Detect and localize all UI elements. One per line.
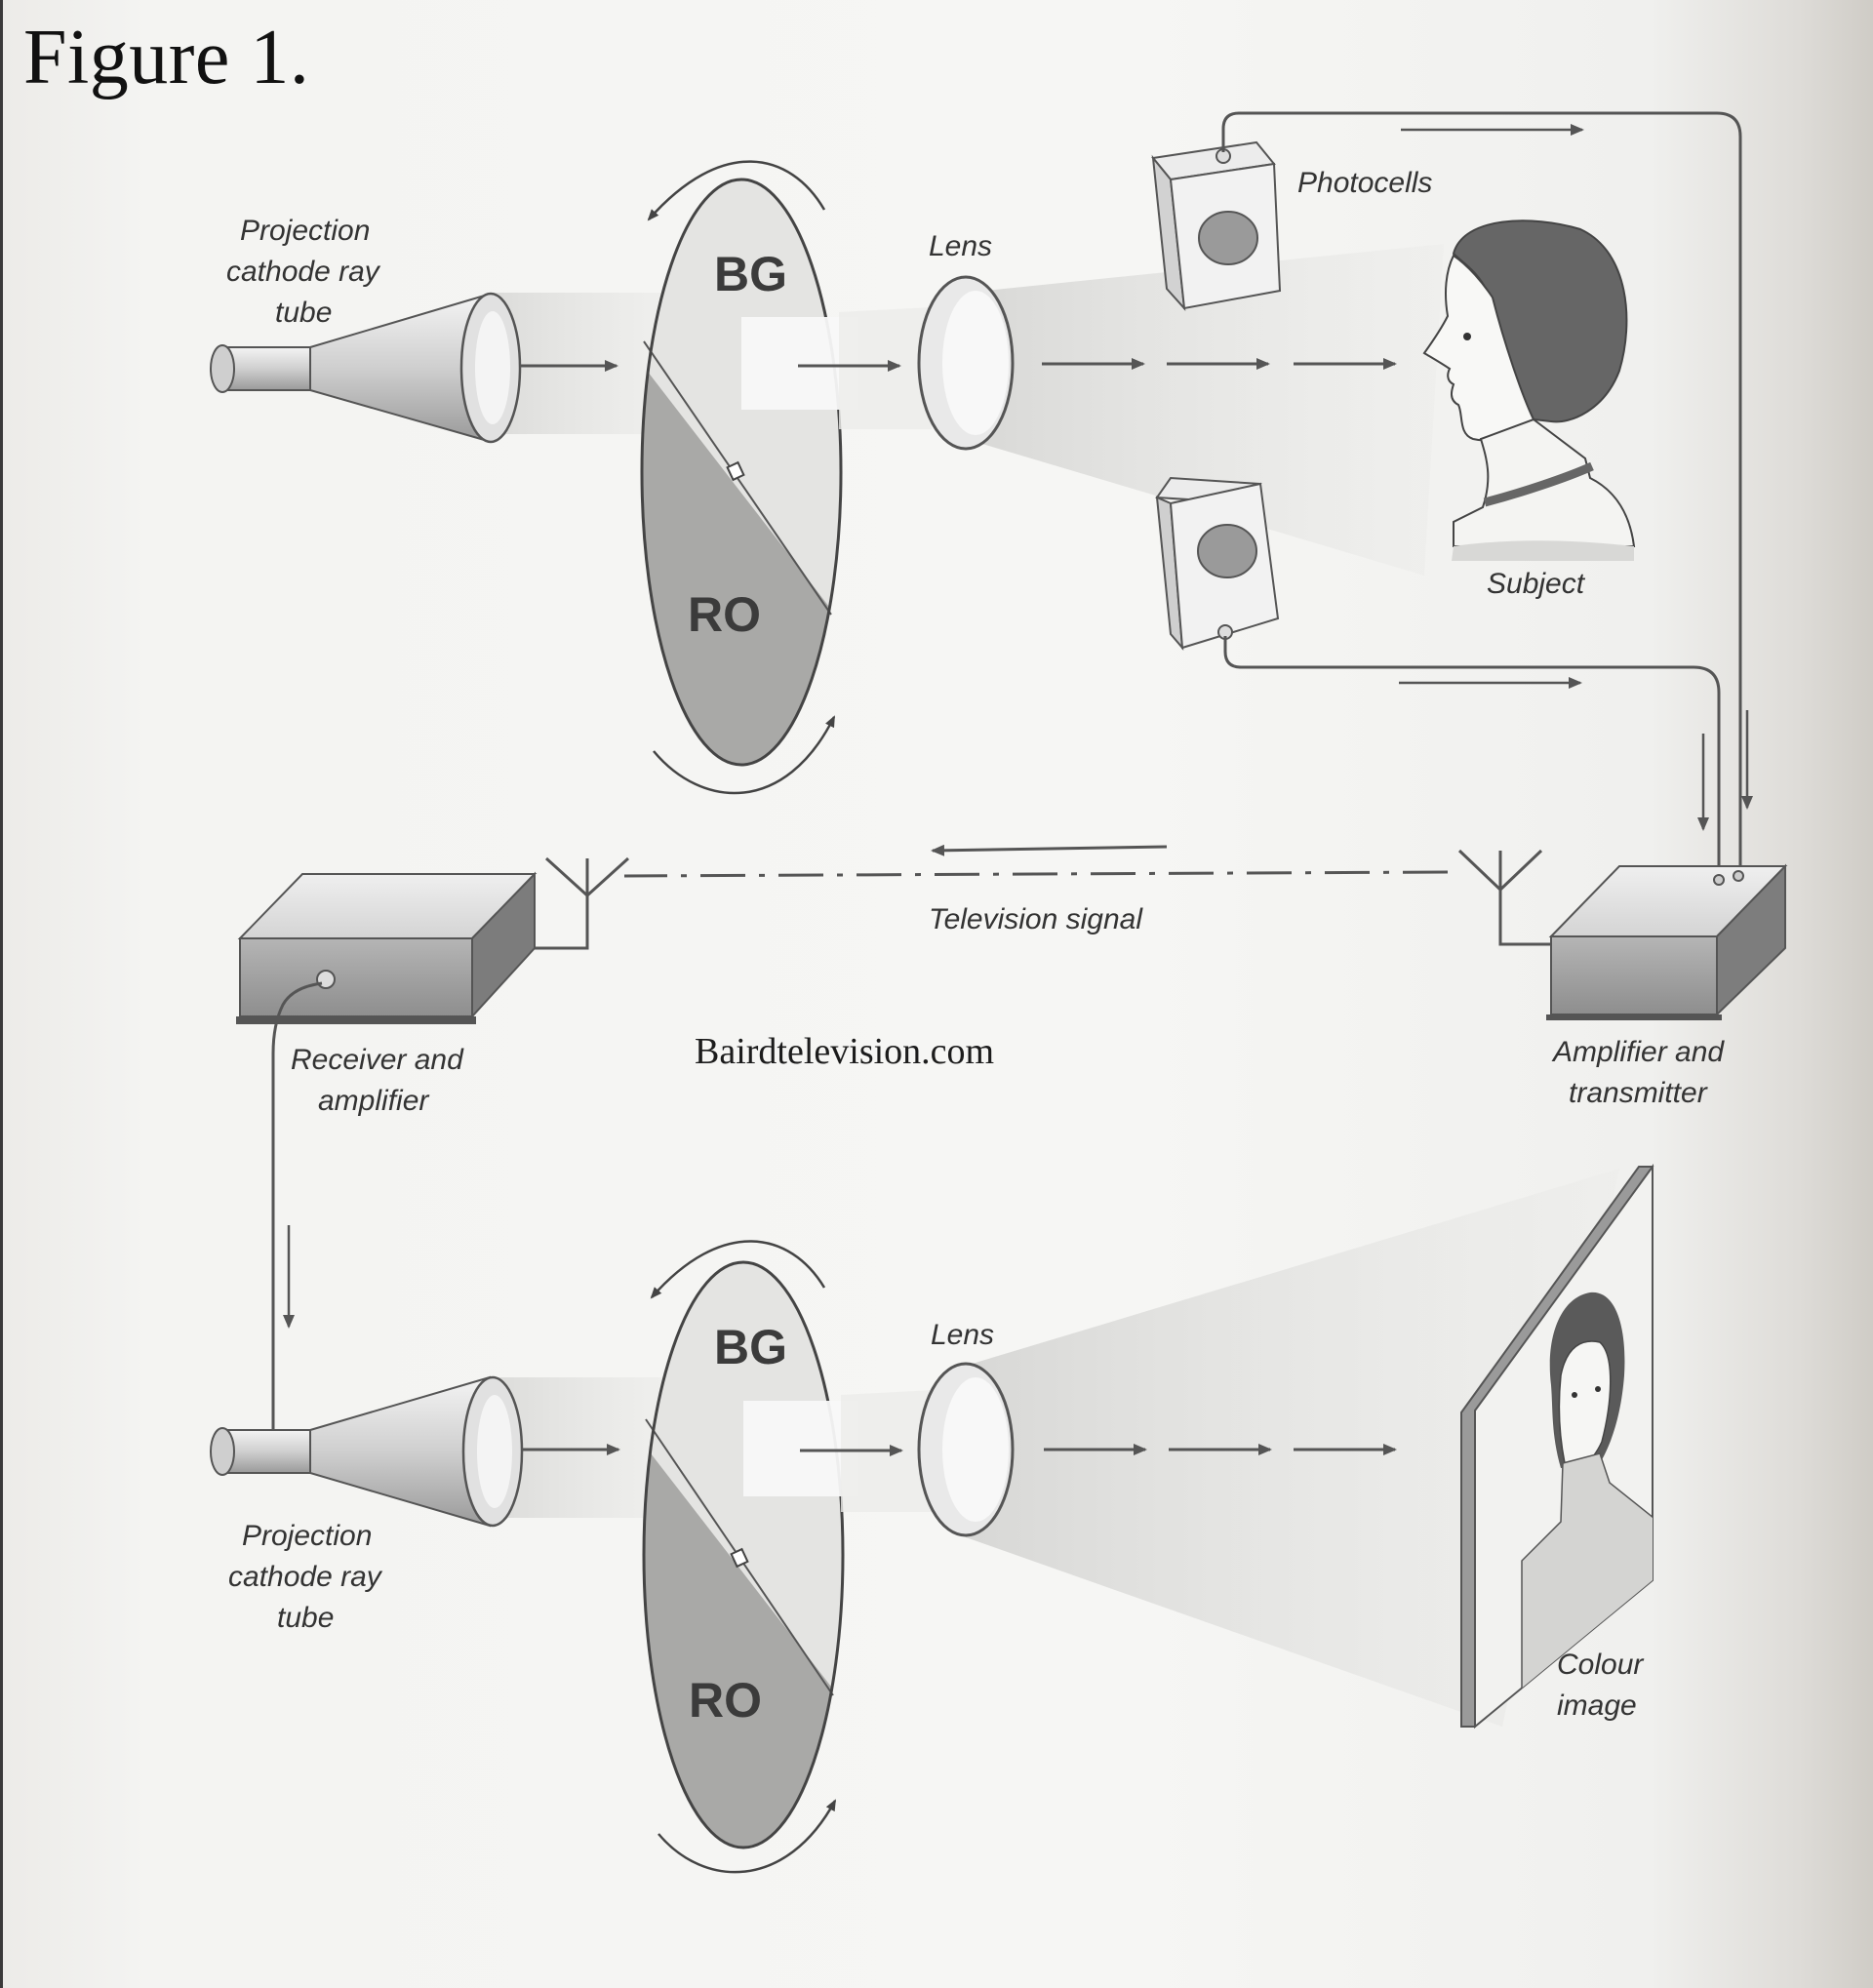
disc-top-bg-label: BG [714,247,787,301]
projection-tube-top [210,292,522,444]
projection-tube-bottom-label-1: Projection [242,1520,372,1552]
tube-beam-bottom [490,1377,663,1518]
lens-top-label: Lens [929,230,992,262]
tube-beam-top [488,293,663,434]
colour-disc-bottom: BG RO [642,1240,858,1874]
colour-image-label-1: Colour [1557,1649,1644,1681]
television-signal-line [623,870,1449,878]
projection-tube-top-label-3: tube [275,297,332,329]
transmitter-label-2: transmitter [1569,1077,1708,1109]
transmission-section: Amplifier and transmitter Television sig… [236,844,1788,1453]
wire-lower-photocell [1223,636,1721,880]
receiver-label-1: Receiver and [291,1044,464,1076]
photocell-lower [1155,476,1280,651]
subject-figure [1422,219,1636,561]
projection-tube-bottom-label-2: cathode ray [228,1561,383,1593]
disc-bottom-bg-label: BG [714,1320,787,1374]
colour-image-label-2: image [1557,1690,1637,1722]
disc-bottom-ro-label: RO [689,1673,762,1728]
amplifier-transmitter-box [1546,863,1788,1020]
colour-disc-top: BG RO [640,160,858,795]
wire-upper-photocell [1221,111,1742,876]
lens-top [917,244,1444,576]
figure-title: Figure 1. [23,15,310,100]
receiver-amplifier-box [236,871,538,1024]
lens-bottom [917,1362,1015,1537]
signal-direction-arrow [931,844,1168,856]
disc-top-ro-label: RO [688,587,761,642]
receiver-label-2: amplifier [318,1085,429,1117]
television-signal-label: Television signal [929,903,1143,935]
transmitter-antenna [1457,849,1551,946]
lens-bottom-label: Lens [931,1319,994,1351]
watermark-text: Bairdtelevision.com [695,1031,994,1072]
rotation-arrow-top-lower [653,715,836,795]
rotation-arrow-top-upper [647,160,826,221]
projection-tube-bottom-label-3: tube [277,1602,334,1634]
wire-receiver-to-tube [271,981,323,1453]
subject-label: Subject [1487,568,1586,600]
projection-cone [966,1169,1619,1727]
transmitter-label-1: Amplifier and [1551,1036,1725,1068]
transmit-section: BG RO Lens [210,111,1753,880]
photocells-label: Photocells [1297,167,1432,199]
projection-tube-bottom [210,1375,524,1528]
projection-tube-top-label-2: cathode ray [226,256,381,288]
photocell-upper [1151,140,1282,311]
receiver-antenna [478,856,630,950]
rotation-arrow-bottom-lower [658,1799,837,1874]
rotation-arrow-bottom-upper [650,1240,826,1299]
disc-lens-beam-top [839,307,932,429]
receive-section: BG RO Lens [210,1163,1654,1874]
projection-tube-top-label-1: Projection [240,215,370,247]
projection-screen [1460,1163,1654,1730]
page-edge [0,0,3,1988]
